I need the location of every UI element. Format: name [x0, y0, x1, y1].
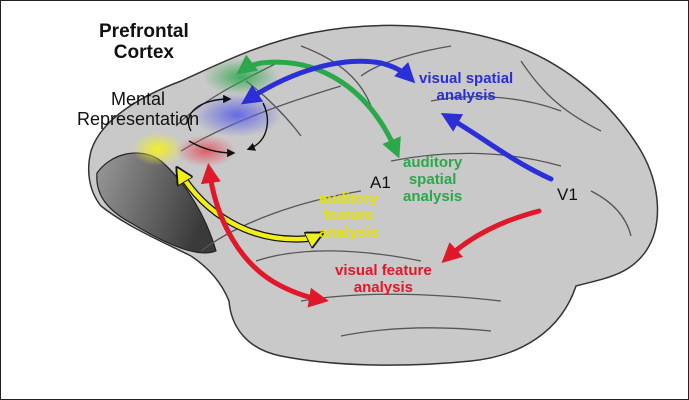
auditory-spatial-line3: analysis: [403, 187, 463, 205]
auditory-feature-line1: auditory: [319, 190, 379, 207]
red-region: [176, 135, 236, 167]
mental-representation-label: Mental Representation: [77, 89, 199, 129]
visual-feature-line2: analysis: [353, 278, 413, 296]
auditory-feature-line3: analysis: [319, 223, 379, 241]
red-arrow: [200, 163, 329, 308]
mental-line1: Mental: [111, 89, 166, 109]
prefrontal-cortex-label: Prefrontal Cortex: [99, 21, 189, 64]
auditory-spatial-line2: spatial: [408, 170, 457, 188]
visual-feature-line1: visual feature: [335, 262, 432, 279]
visual-spatial-label: visual spatial analysis: [419, 70, 514, 105]
visual-spatial-line2: analysis: [436, 86, 496, 104]
auditory-feature-line2: feature: [323, 206, 374, 224]
a1-label: A1: [370, 173, 391, 192]
auditory-spatial-line1: auditory: [403, 154, 463, 171]
auditory-feature-label: auditory feature analysis: [319, 190, 379, 241]
prefrontal-line2: Cortex: [113, 42, 174, 64]
red-arrow-v1: [441, 208, 542, 264]
blue-region: [192, 93, 282, 137]
blue-arrow-top: [241, 58, 416, 105]
auditory-spatial-label: auditory spatial analysis: [403, 154, 463, 205]
blue-arrow-v1: [440, 113, 554, 182]
prefrontal-line1: Prefrontal: [99, 21, 189, 42]
visual-feature-label: visual feature analysis: [335, 262, 432, 297]
yellow-region: [132, 132, 184, 166]
v1-label: V1: [557, 185, 578, 204]
mental-line2: Representation: [77, 109, 200, 130]
visual-spatial-line1: visual spatial: [419, 70, 514, 87]
